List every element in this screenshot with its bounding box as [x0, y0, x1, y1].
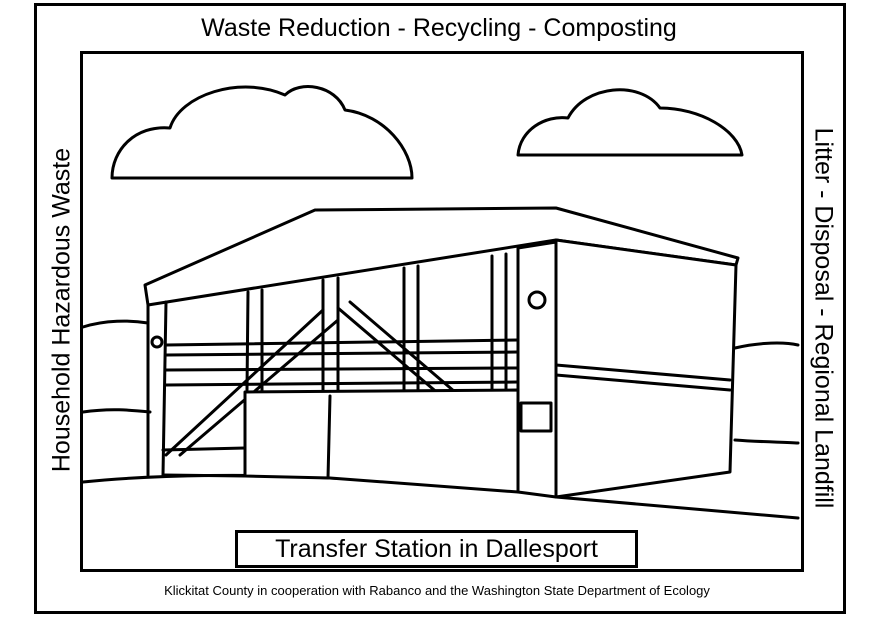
- hill-right-lower: [733, 438, 800, 445]
- roof: [143, 206, 740, 307]
- caption-text: Transfer Station in Dallesport: [275, 534, 598, 563]
- cloud-left: [110, 85, 414, 180]
- hill-left-lower: [81, 408, 152, 414]
- page-title: Waste Reduction - Recycling - Composting: [201, 14, 677, 42]
- end-wall-door: [519, 401, 553, 433]
- caption-box: Transfer Station in Dallesport: [235, 530, 638, 568]
- front-end-wall: [516, 240, 558, 499]
- illustration-frame: [80, 51, 804, 572]
- lower-wall: [243, 388, 520, 494]
- hill-left: [81, 319, 150, 329]
- hill-right: [733, 341, 800, 350]
- outer-frame: [34, 3, 846, 614]
- cloud-right: [516, 88, 744, 157]
- footer-credit: Klickitat County in cooperation with Rab…: [164, 583, 710, 598]
- ground-right: [554, 495, 800, 520]
- end-wall-vent: [527, 290, 547, 310]
